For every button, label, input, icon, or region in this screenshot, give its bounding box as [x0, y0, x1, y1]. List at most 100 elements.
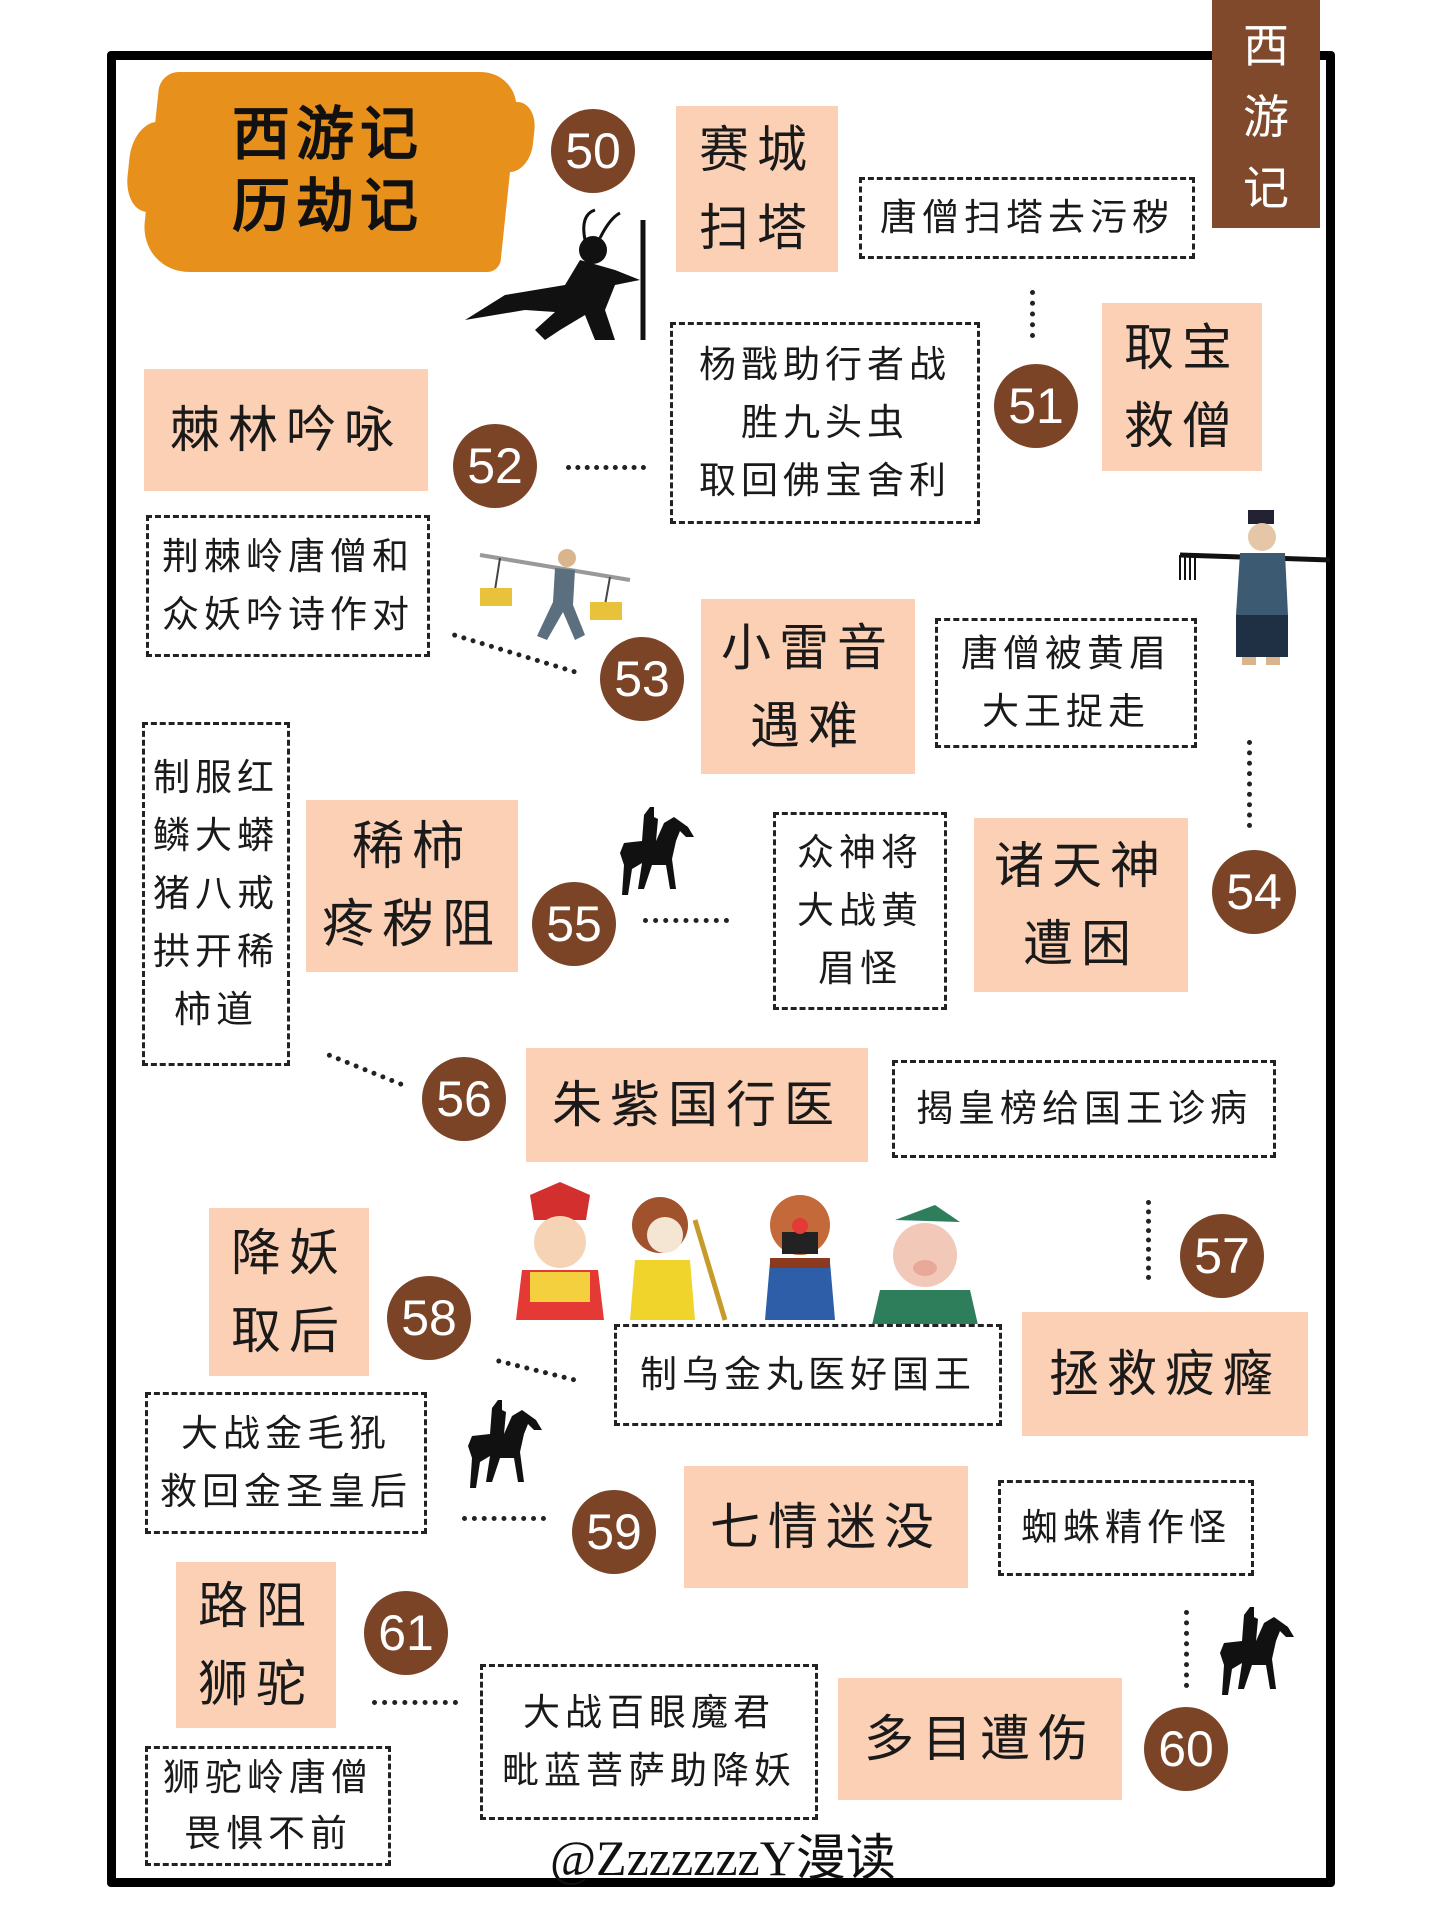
horse-rider-icon: [620, 807, 694, 895]
episode-title-57: 拯救疲癃: [1022, 1312, 1308, 1436]
episode-number-61: 61: [364, 1591, 448, 1675]
title-line: 诸天神: [994, 837, 1168, 895]
desc-line: 柿道: [174, 988, 258, 1031]
desc-line: 唐僧扫塔去污秽: [880, 196, 1174, 239]
episode-number-56: 56: [422, 1057, 506, 1141]
connector-dots: [1184, 1610, 1189, 1688]
connector-dots: [643, 918, 729, 923]
episode-desc-61: 狮驼岭唐僧 畏惧不前: [145, 1746, 391, 1866]
title-line: 多目遭伤: [864, 1710, 1096, 1768]
title-line: 取后: [231, 1302, 347, 1360]
desc-line: 揭皇榜给国王诊病: [916, 1087, 1252, 1130]
title-line: 救僧: [1124, 397, 1240, 455]
episode-title-61: 路阻 狮驼: [176, 1562, 336, 1728]
desc-line: 蜘蛛精作怪: [1021, 1506, 1231, 1549]
title-line-2: 历劫记: [232, 172, 425, 240]
title-line-1: 西游记: [232, 100, 425, 168]
episode-number-57: 57: [1180, 1214, 1264, 1298]
porter-figure-icon: [479, 549, 631, 640]
title-line: 遇难: [750, 696, 866, 755]
title-line: 拯救疲癃: [1049, 1345, 1281, 1403]
tag-char: 记: [1243, 160, 1289, 215]
poster-title: 西游记 历劫记: [232, 98, 424, 242]
title-line: 遭困: [1023, 915, 1139, 973]
episode-title-58: 降妖 取后: [209, 1208, 369, 1376]
connector-dots: [462, 1516, 546, 1521]
title-line: 路阻: [198, 1577, 314, 1635]
episode-desc-51: 杨戬助行者战 胜九头虫 取回佛宝舍利: [670, 322, 980, 524]
episode-title-50: 赛城 扫塔: [676, 106, 838, 272]
horse-rider-icon: [1220, 1607, 1294, 1695]
episode-desc-56: 揭皇榜给国王诊病: [892, 1060, 1276, 1158]
episode-title-59: 七情迷没: [684, 1466, 968, 1588]
desc-line: 猪八戒: [153, 872, 279, 915]
desc-line: 鳞大蟒: [153, 814, 279, 857]
desc-line: 拱开稀: [153, 930, 279, 973]
title-line: 七情迷没: [710, 1498, 942, 1556]
desc-line: 畏惧不前: [184, 1812, 352, 1855]
desc-line: 毗蓝菩萨助降妖: [502, 1749, 796, 1792]
desc-line: 大王捉走: [982, 690, 1150, 733]
episode-title-52: 棘林吟咏: [144, 369, 428, 491]
connector-dots: [372, 1700, 458, 1705]
episode-title-51: 取宝 救僧: [1102, 303, 1262, 471]
monkey-king-silhouette-icon: [465, 208, 646, 340]
desc-line: 众神将: [797, 831, 923, 874]
episode-desc-52: 荆棘岭唐僧和 众妖吟诗作对: [146, 515, 430, 657]
episode-number-53: 53: [600, 637, 684, 721]
tag-char: 西: [1243, 19, 1289, 74]
episode-desc-53: 唐僧被黄眉 大王捉走: [935, 618, 1197, 748]
episode-number-55: 55: [532, 882, 616, 966]
title-line: 疼秽阻: [321, 895, 502, 955]
episode-desc-55: 制服红 鳞大蟒 猪八戒 拱开稀 柿道: [142, 722, 290, 1066]
episode-title-56: 朱紫国行医: [526, 1048, 868, 1162]
side-title-tag: 西 游 记: [1212, 0, 1320, 228]
episode-title-60: 多目遭伤: [838, 1678, 1122, 1800]
episode-number-52: 52: [453, 424, 537, 508]
episode-number-58: 58: [387, 1276, 471, 1360]
connector-dots: [1030, 290, 1035, 338]
episode-number-51: 51: [994, 364, 1078, 448]
desc-line: 众妖吟诗作对: [162, 593, 414, 636]
title-line: 赛城: [699, 121, 815, 179]
episode-title-54: 诸天神 遭困: [974, 818, 1188, 992]
episode-number-50: 50: [551, 109, 635, 193]
desc-line: 大战金毛犼: [181, 1412, 391, 1455]
four-pilgrims-cartoon-icon: [516, 1182, 978, 1325]
episode-desc-50: 唐僧扫塔去污秽: [859, 177, 1195, 259]
episode-desc-58: 大战金毛犼 救回金圣皇后: [145, 1392, 427, 1534]
author-credit: @ZzzzzzzY漫读: [550, 1830, 896, 1886]
title-line: 狮驼: [198, 1655, 314, 1713]
episode-title-55: 稀柿 疼秽阻: [306, 800, 518, 972]
horse-rider-icon: [468, 1400, 542, 1488]
desc-line: 取回佛宝舍利: [699, 459, 951, 502]
desc-line: 大战百眼魔君: [523, 1691, 775, 1734]
desc-line: 大战黄: [797, 889, 923, 932]
title-line: 扫塔: [699, 199, 815, 257]
episode-desc-59: 蜘蛛精作怪: [998, 1480, 1254, 1576]
desc-line: 唐僧被黄眉: [961, 632, 1171, 675]
sweeper-figure-icon: [1179, 510, 1331, 665]
poster-frame: [107, 51, 1335, 1887]
title-line: 稀柿: [351, 817, 472, 877]
desc-line: 救回金圣皇后: [160, 1470, 412, 1513]
episode-title-53: 小雷音 遇难: [701, 599, 915, 774]
desc-line: 胜九头虫: [741, 401, 909, 444]
desc-line: 制乌金丸医好国王: [640, 1353, 976, 1396]
desc-line: 杨戬助行者战: [699, 343, 951, 386]
title-line: 棘林吟咏: [170, 401, 402, 459]
episode-desc-57: 制乌金丸医好国王: [614, 1324, 1002, 1426]
title-line: 小雷音: [721, 618, 895, 677]
connector-dots: [566, 465, 646, 470]
desc-line: 荆棘岭唐僧和: [162, 535, 414, 578]
desc-line: 狮驼岭唐僧: [163, 1756, 373, 1799]
connector-dots: [1247, 740, 1252, 828]
episode-desc-60: 大战百眼魔君 毗蓝菩萨助降妖: [480, 1664, 818, 1820]
desc-line: 制服红: [153, 756, 279, 799]
episode-number-54: 54: [1212, 850, 1296, 934]
connector-dots: [1146, 1200, 1151, 1280]
title-line: 取宝: [1124, 319, 1240, 377]
tag-char: 游: [1243, 89, 1289, 144]
episode-desc-54: 众神将 大战黄 眉怪: [773, 812, 947, 1010]
desc-line: 眉怪: [818, 947, 902, 990]
